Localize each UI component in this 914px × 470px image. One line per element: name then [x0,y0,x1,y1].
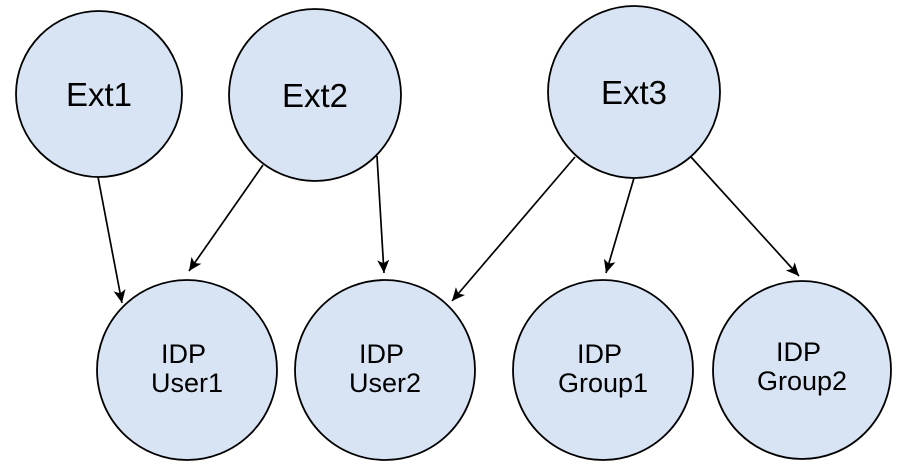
node-idp-user1-circle [96,279,278,461]
node-ext3-circle [547,5,721,179]
edge-ext3-to-idp-group2 [690,156,800,277]
nodes-layer: Ext1 Ext2 Ext3 IDP User1 IDP [15,5,892,461]
node-idp-user2: IDP User2 [294,279,476,461]
node-ext2: Ext2 [228,8,402,182]
edges-layer [97,155,800,304]
node-idp-group2-label: IDP Group2 [757,337,847,396]
edge-ext3-to-idp-group1 [603,177,635,274]
edge-ext2-to-idp-user1 [188,164,264,272]
node-idp-user1-label: IDP User1 [151,339,223,398]
node-ext1: Ext1 [15,10,183,178]
node-idp-group1-circle [512,279,694,461]
node-ext2-label: Ext2 [282,77,348,114]
node-idp-group2: IDP Group2 [712,280,892,460]
edge-ext2-to-idp-user2 [376,155,390,274]
node-idp-group1: IDP Group1 [512,279,694,461]
node-idp-user1: IDP User1 [96,279,278,461]
node-ext3: Ext3 [547,5,721,179]
node-ext3-label: Ext3 [601,74,667,111]
node-idp-user2-label: IDP User2 [349,339,421,398]
node-ext1-label: Ext1 [66,76,132,113]
edge-ext3-to-idp-user2 [451,156,576,302]
node-ext1-circle [15,10,183,178]
node-idp-group2-circle [712,280,892,460]
edge-ext1-to-idp-user1 [97,176,126,304]
node-ext2-circle [228,8,402,182]
node-idp-user2-circle [294,279,476,461]
node-idp-group1-label: IDP Group1 [558,339,648,398]
